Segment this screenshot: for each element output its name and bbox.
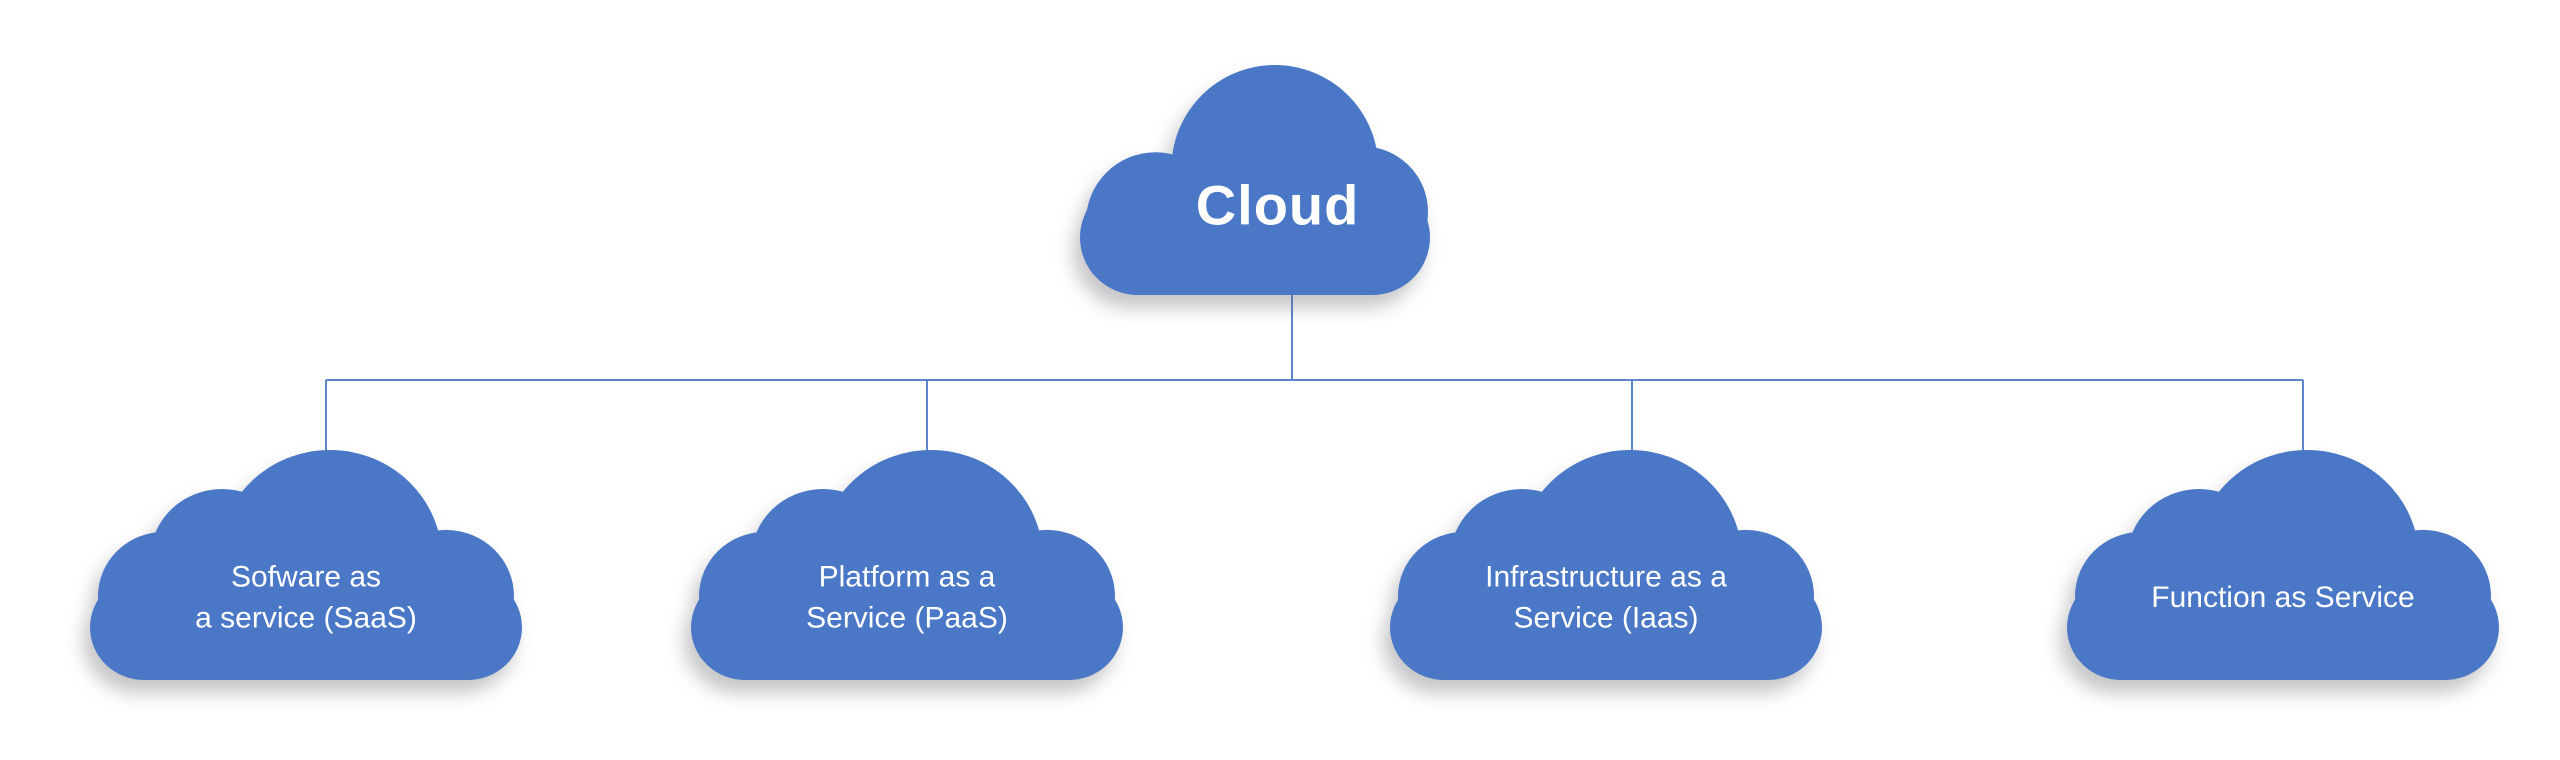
cloud-node-label: Infrastructure as a Service (Iaas)	[1390, 558, 1822, 639]
label-line: Function as Service	[2151, 580, 2415, 614]
cloud-icon	[1390, 450, 1822, 680]
label-line: Service (PaaS)	[806, 601, 1008, 634]
cloud-node-paas: Platform as a Service (PaaS)	[691, 450, 1123, 680]
label-line: a service (SaaS)	[195, 601, 417, 634]
cloud-icon	[2067, 450, 2499, 680]
cloud-node-saas: Sofware as a service (SaaS)	[90, 450, 522, 680]
label-line: Platform as a	[818, 560, 996, 594]
cloud-node-label: Platform as a Service (PaaS)	[691, 558, 1123, 639]
cloud-node-iaas: Infrastructure as a Service (Iaas)	[1390, 450, 1822, 680]
label-line: Cloud	[1195, 173, 1360, 237]
cloud-node-faas: Function as Service	[2067, 450, 2499, 680]
label-line: Service (Iaas)	[1513, 601, 1699, 634]
cloud-node-root: Cloud	[1080, 65, 1430, 295]
label-line: Infrastructure as a	[1485, 560, 1727, 594]
cloud-icon	[1080, 65, 1430, 295]
label-line: Sofware as	[230, 560, 382, 594]
cloud-node-label: Function as Service	[2067, 578, 2499, 619]
cloud-icon	[90, 450, 522, 680]
cloud-icon	[691, 450, 1123, 680]
cloud-node-label: Sofware as a service (SaaS)	[90, 558, 522, 639]
cloud-node-label: Cloud	[1125, 173, 1430, 238]
